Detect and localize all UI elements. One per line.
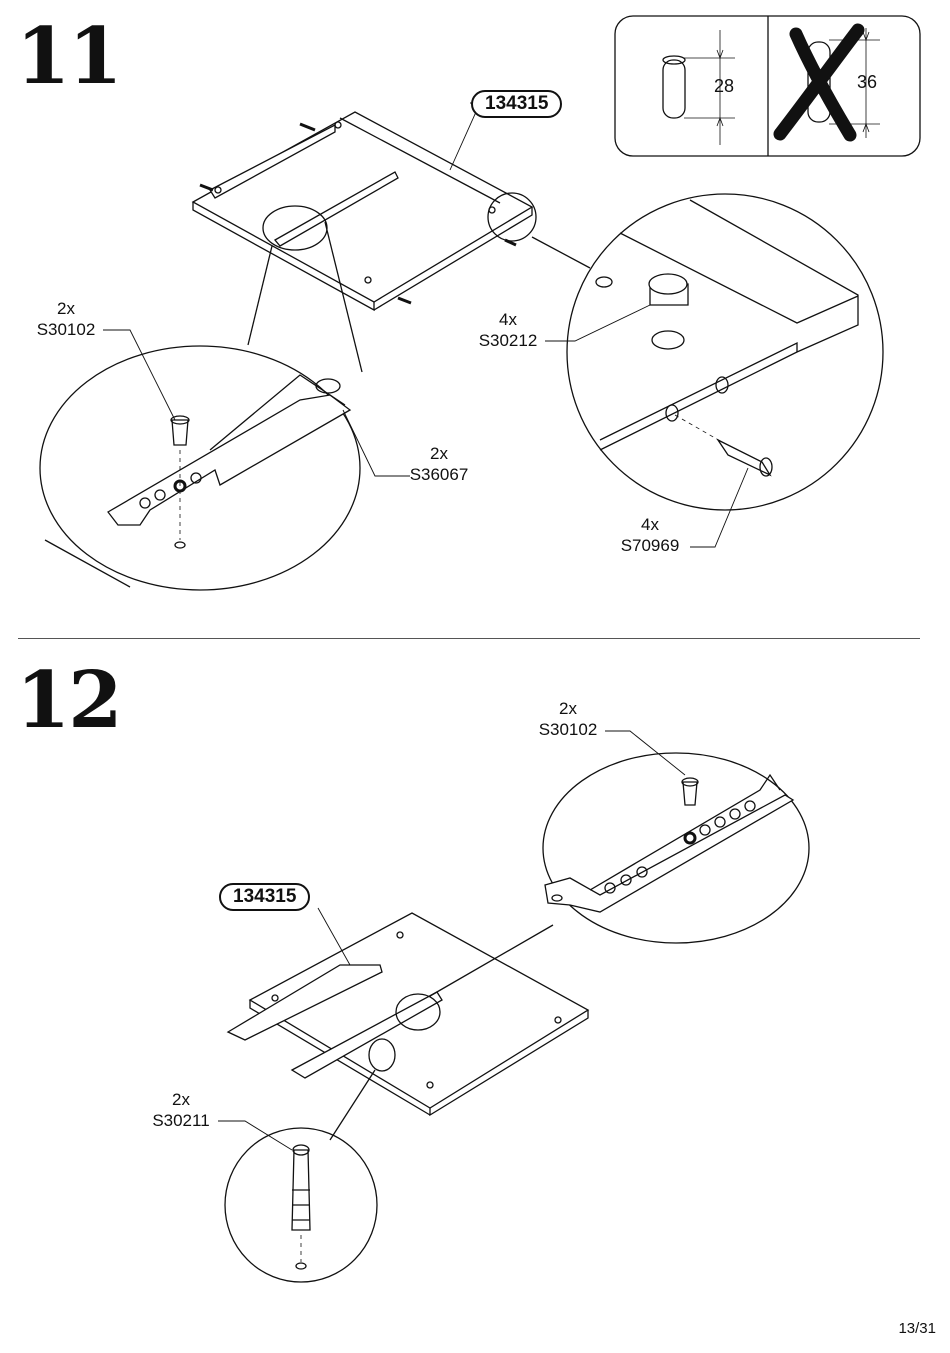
page-number: 13/31	[898, 1320, 936, 1337]
callout-code: S30211	[152, 1111, 210, 1130]
callout-qty: 2x	[430, 444, 448, 463]
callout-code: S30102	[538, 720, 598, 739]
detail-zoom-right-11	[487, 192, 884, 511]
step-divider	[18, 638, 920, 639]
callout-s30102: 2x S30102	[532, 698, 604, 740]
callout-s30212: 4x S30212	[472, 309, 544, 351]
callout-qty: 2x	[559, 699, 577, 718]
leader-lines-12	[218, 730, 686, 1151]
detail-zoom-left-11	[39, 205, 363, 591]
callout-qty: 2x	[57, 299, 75, 318]
callout-code: S30102	[36, 320, 96, 339]
callout-s70969: 4x S70969	[612, 514, 688, 556]
callout-qty: 4x	[499, 310, 517, 329]
callout-qty: 4x	[641, 515, 659, 534]
detail-zoom-top-12	[395, 752, 810, 1031]
callout-code: S70969	[620, 536, 680, 555]
step-number: 11	[16, 11, 123, 102]
step-number: 12	[16, 655, 123, 746]
wrong-dowel-length: 36	[857, 72, 878, 92]
callout-s30102: 2x S30102	[30, 298, 102, 340]
callout-s36067: 2x S36067	[403, 443, 475, 485]
cross-mark-icon	[773, 23, 865, 142]
part-number-tag: 134315	[471, 90, 563, 118]
panel-step-12	[226, 912, 590, 1117]
callout-code: S36067	[409, 465, 469, 484]
panel-step-11	[191, 111, 534, 312]
callout-qty: 2x	[172, 1090, 190, 1109]
callout-code: S30212	[478, 331, 538, 350]
detail-zoom-bottom-12	[224, 1038, 396, 1283]
callout-s30211: 2x S30211	[145, 1089, 217, 1131]
part-number-tag: 134315	[219, 883, 311, 911]
correct-dowel-length: 28	[714, 76, 735, 96]
dowel-length-check-box	[614, 15, 921, 157]
